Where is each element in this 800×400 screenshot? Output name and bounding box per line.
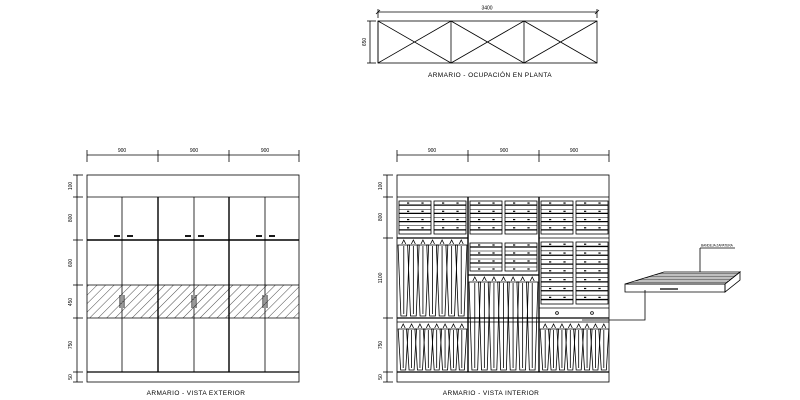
- tray-label: BANDEJA ZAPATERA: [701, 244, 734, 248]
- drawer-knob: [590, 311, 594, 315]
- interior-top-dims: 900 900 900: [428, 148, 579, 154]
- folded-clothes-stack: [433, 200, 467, 235]
- interior-outline: [396, 174, 610, 383]
- interior-left-dims: 100 800 1100 750 50: [378, 182, 384, 380]
- interior-view: [383, 150, 646, 383]
- hanging-clothes: [468, 276, 539, 371]
- plan-view: [367, 9, 600, 64]
- interior-caption: ARMARIO - VISTA INTERIOR: [443, 390, 540, 397]
- hanging-clothes: [539, 323, 610, 371]
- exterior-view: [73, 150, 300, 383]
- folded-clothes-stack: [540, 200, 574, 235]
- folded-clothes-stack: [504, 200, 538, 235]
- exterior-left-dim: 800: [68, 214, 74, 223]
- exterior-top-dim: 900: [190, 148, 199, 154]
- exterior-left-dim: 600: [68, 259, 74, 268]
- hanging-clothes: [397, 323, 468, 371]
- folded-clothes-stack: [575, 200, 609, 235]
- exterior-left-dim: 450: [68, 298, 74, 307]
- exterior-left-dim: 50: [68, 374, 74, 380]
- interior-left-dim: 50: [378, 374, 384, 380]
- plan-depth-label: 650: [362, 38, 368, 47]
- interior-left-dim: 750: [378, 341, 384, 350]
- exterior-caption: ARMARIO - VISTA EXTERIOR: [147, 390, 246, 397]
- interior-top-dim: 900: [570, 148, 579, 154]
- interior-left-dim: 800: [378, 213, 384, 222]
- interior-top-dim: 900: [500, 148, 509, 154]
- plan-caption: ARMARIO - OCUPACIÓN EN PLANTA: [428, 70, 552, 79]
- folded-clothes-stack: [398, 200, 432, 235]
- interior-top-dim: 900: [428, 148, 437, 154]
- exterior-top-dim: 900: [118, 148, 127, 154]
- folded-clothes-stack: [540, 241, 574, 305]
- shoe-tray-detail: [624, 247, 742, 293]
- drawer-knob: [555, 311, 559, 315]
- exterior-outline: [86, 174, 300, 383]
- exterior-top-dims: 900 900 900: [118, 148, 270, 154]
- folded-clothes-stack: [504, 242, 538, 272]
- plan-width-label: 3400: [481, 6, 492, 12]
- exterior-top-dim: 900: [261, 148, 270, 154]
- folded-clothes-stack: [575, 241, 609, 305]
- folded-clothes-stack: [469, 200, 503, 235]
- hanging-clothes: [397, 239, 468, 317]
- tray-front: [624, 283, 726, 293]
- exterior-left-dims: 100 800 600 450 750 50: [68, 182, 74, 380]
- folded-clothes-stack: [469, 242, 503, 272]
- tray-leader-line: [582, 290, 646, 321]
- exterior-left-dim: 100: [68, 182, 74, 191]
- exterior-left-dim: 750: [68, 341, 74, 350]
- interior-left-dim: 1100: [378, 272, 384, 283]
- interior-left-dim: 100: [378, 182, 384, 191]
